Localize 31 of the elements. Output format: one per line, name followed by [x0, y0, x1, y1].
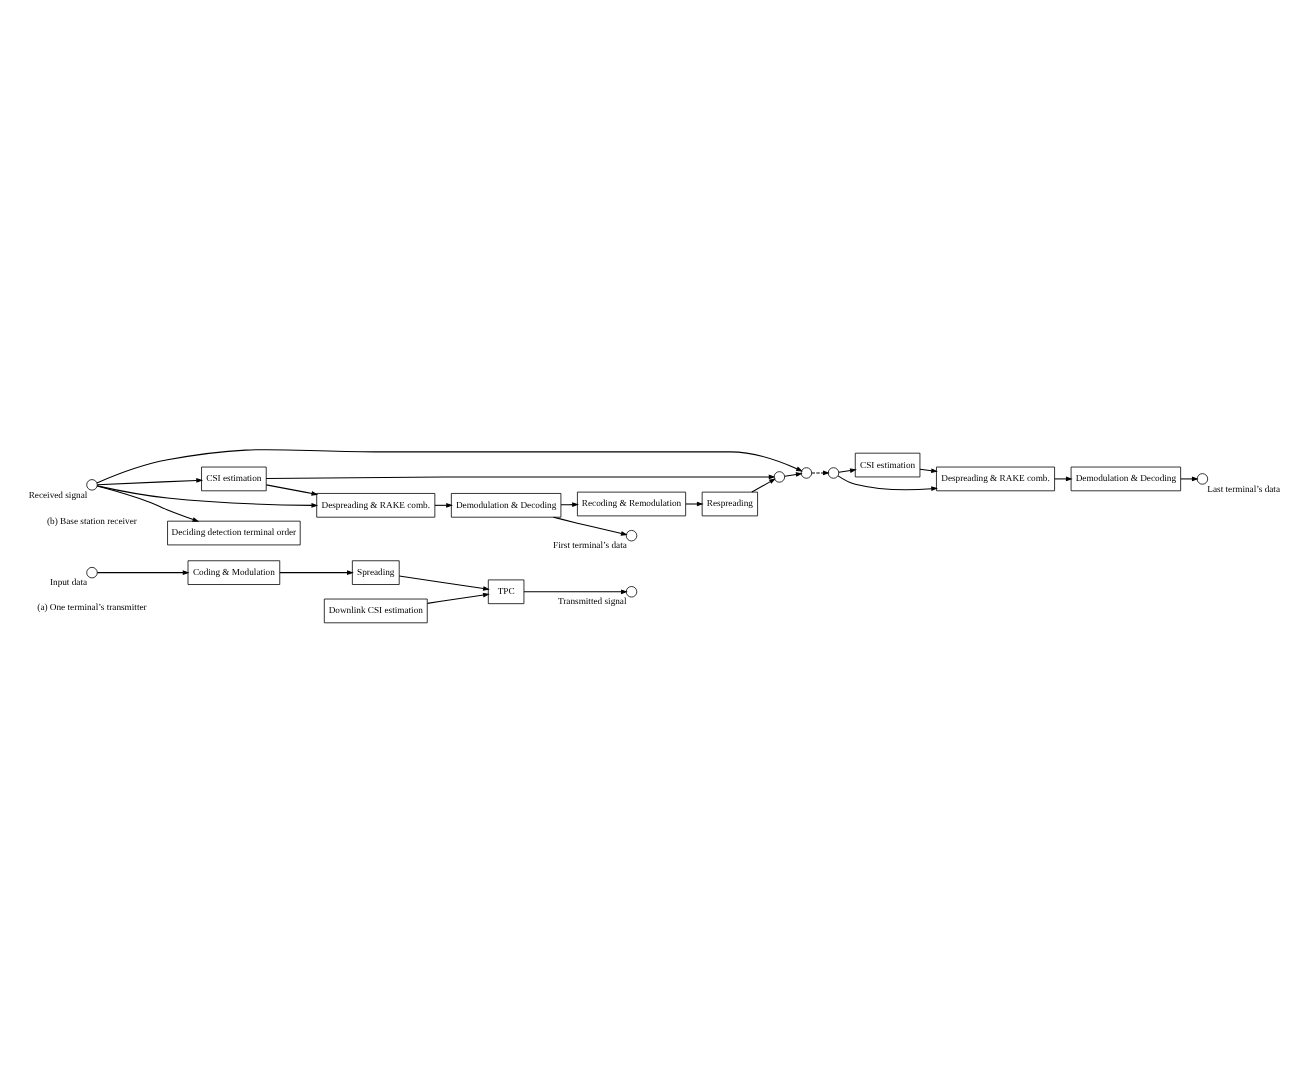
arrow	[265, 484, 319, 496]
node-circle	[1196, 473, 1209, 485]
arrow	[1180, 476, 1199, 482]
arrow	[265, 474, 776, 480]
arrow	[96, 485, 200, 522]
arrow	[96, 570, 190, 575]
arrow	[751, 478, 776, 493]
arrow	[96, 478, 204, 486]
arrow	[434, 502, 453, 508]
arrow	[919, 468, 938, 473]
node-circle	[827, 467, 840, 479]
arrow	[426, 592, 490, 604]
node-circle	[86, 566, 98, 579]
node-circle	[625, 530, 638, 542]
arrow	[398, 575, 490, 591]
arrow	[96, 485, 319, 508]
node-circle	[773, 471, 786, 483]
arrow	[552, 516, 628, 536]
arrow	[523, 589, 628, 595]
arrow	[837, 475, 938, 492]
node-circle	[625, 586, 638, 598]
arrow	[1054, 476, 1073, 482]
arrow	[560, 502, 579, 507]
node-circle	[800, 467, 813, 479]
arrow	[838, 468, 857, 473]
arrow	[784, 472, 803, 477]
arrow	[96, 449, 803, 484]
node-circle	[86, 479, 98, 491]
arrow	[685, 501, 704, 507]
arrow	[811, 470, 830, 476]
arrow	[279, 570, 354, 575]
